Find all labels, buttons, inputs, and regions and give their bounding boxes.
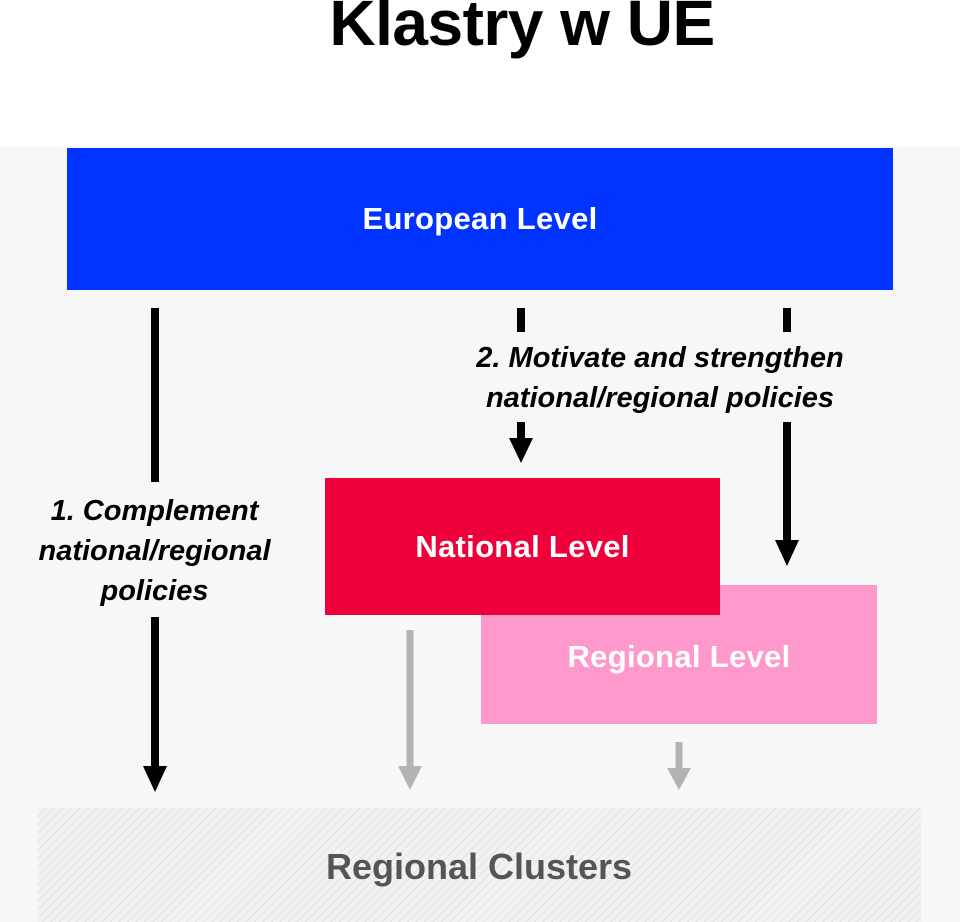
regional-level-label: Regional Level xyxy=(567,638,791,674)
complement-arrow xyxy=(143,308,167,792)
national-level-label: National Level xyxy=(415,528,630,564)
page-title: Klastry w UE xyxy=(329,0,715,59)
motivate-note: 2. Motivate and strengthen national/regi… xyxy=(430,338,890,418)
national-level-box: National Level xyxy=(325,478,720,615)
regional-clusters-arrow-head xyxy=(667,768,691,790)
motivate-note-line-2: national/regional policies xyxy=(485,382,835,414)
motivate-note-line-1: 2. Motivate and strengthen xyxy=(476,342,844,374)
complement-arrow-head xyxy=(143,766,167,792)
regional-clusters-label: Regional Clusters xyxy=(325,846,633,887)
motivate-regional-arrow-head xyxy=(775,540,799,566)
complement-note: 1. Complement national/regional policies xyxy=(12,491,297,611)
national-clusters-arrow-head xyxy=(398,766,422,790)
motivate-regional-arrow xyxy=(775,308,799,566)
european-level-label: European Level xyxy=(362,201,598,236)
complement-note-line-3: policies xyxy=(100,575,209,607)
regional-clusters-arrow xyxy=(667,742,691,790)
national-clusters-arrow xyxy=(398,630,422,790)
complement-note-line-1: 1. Complement xyxy=(50,495,259,527)
motivate-national-arrow xyxy=(509,308,533,463)
motivate-national-arrow-head xyxy=(509,438,533,463)
european-level-box: European Level xyxy=(67,148,893,290)
complement-note-line-2: national/regional xyxy=(38,535,271,567)
regional-clusters-box: Regional Clusters xyxy=(37,808,921,922)
